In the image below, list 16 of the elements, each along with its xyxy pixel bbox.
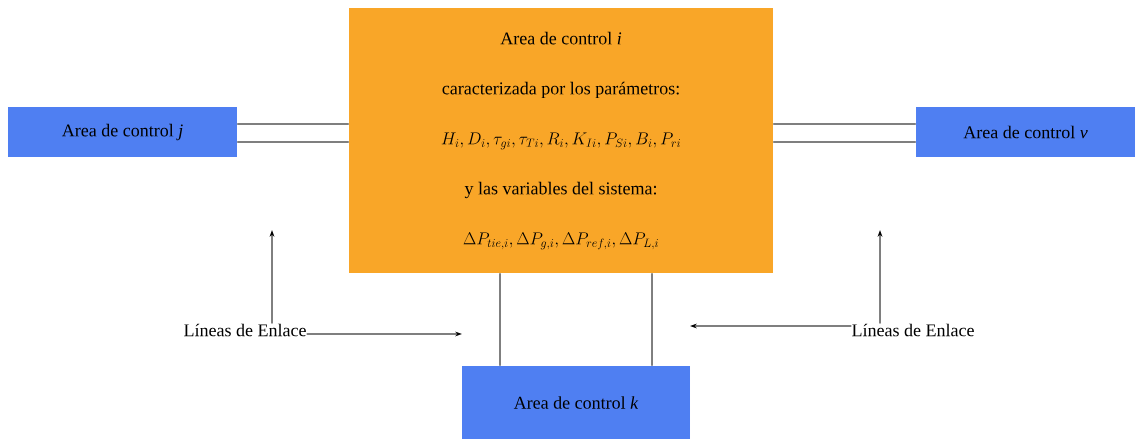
process-box: Area de control i caracterizada por los parámetros: $H_i, D_i, \tau_{gi}, \tau_{Ti}, R_i, K_{Ii}, P_{Si}, B_i, P_{ri}$ y las variables del sistema: $\Delta P_{tie,i}, \Delta P_{g,i}, \Delta P_{ref,i}, \Delta P_{L,i}$ — [349, 8, 773, 273]
tie-line — [651, 272, 653, 367]
tie-line — [236, 123, 350, 125]
arrow — [878, 231, 882, 324]
tie-line — [772, 123, 917, 125]
area-box: Area de control k — [462, 366, 690, 439]
area-box: Area de control j — [8, 107, 237, 157]
edge-label: Líneas de Enlace — [852, 323, 974, 337]
arrow — [270, 231, 274, 324]
tie-line — [499, 272, 501, 367]
tie-line — [772, 141, 917, 143]
arrow — [691, 324, 852, 328]
area-box: Area de control v — [916, 107, 1135, 157]
edge-label: Líneas de Enlace — [184, 323, 306, 337]
tie-line — [236, 141, 350, 143]
arrow — [306, 332, 461, 336]
